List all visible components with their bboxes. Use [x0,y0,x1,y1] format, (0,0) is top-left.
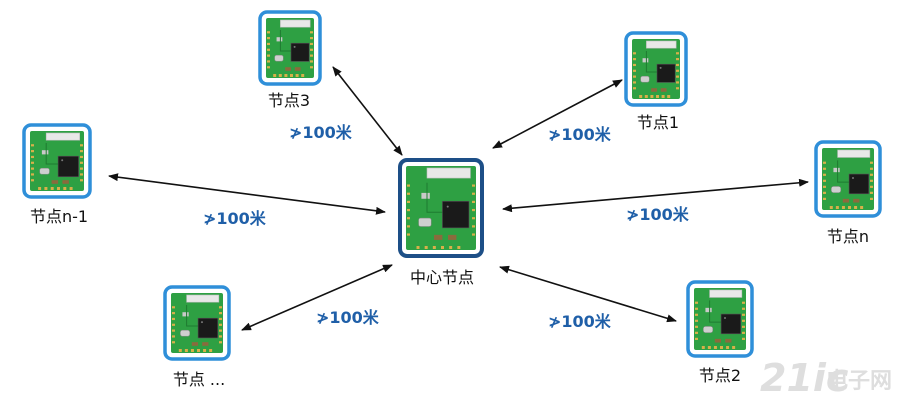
link-center-node-2 [499,265,677,323]
node-label-3: 节点3 [268,91,310,110]
pcb-module-icon [258,10,322,86]
node-label-ellipsis: 节点 ... [173,370,225,389]
node-labels: 节点3 节点1 节点n-1 节点n 节点 ... 节点2 中心节点 [30,91,869,389]
watermark-brand: 21ic [760,356,849,400]
node-label-n-1: 节点n-1 [30,207,88,226]
distance-label-node-ellipsis: ≯100米 [316,308,380,327]
pcb-module-icon [814,140,882,218]
pcb-module-icon [624,31,688,107]
node-label-1: 节点1 [637,113,679,132]
link-center-node-ellipsis [241,264,393,331]
node-label-n: 节点n [827,227,869,246]
distance-label-node-1: ≯100米 [548,125,612,144]
distance-label-node-n-1: ≯100米 [203,209,267,228]
watermark-sub: 电子网 [826,369,892,394]
pcb-module-icon [163,285,231,361]
watermark-logo: 21ic 电子网 [760,356,892,400]
distance-label-node-n: ≯100米 [626,205,690,224]
connections [108,66,809,331]
distance-label-node-2: ≯100米 [548,312,612,331]
link-center-node-n [502,178,809,213]
pcb-module-icon [686,280,754,358]
node-label-2: 节点2 [699,366,741,385]
distance-label-node-3: ≯100米 [289,123,353,142]
center-pcb-module-icon [398,158,484,258]
center-node-label: 中心节点 [410,268,474,287]
link-center-node-3 [332,66,403,156]
link-center-node-1 [492,79,623,149]
pcb-module-icon [22,123,92,199]
link-center-node-n-1 [108,173,386,215]
distance-labels: ≯100米 ≯100米 ≯100米 ≯100米 ≯100米 ≯100米 [203,123,690,331]
modules [22,10,882,361]
